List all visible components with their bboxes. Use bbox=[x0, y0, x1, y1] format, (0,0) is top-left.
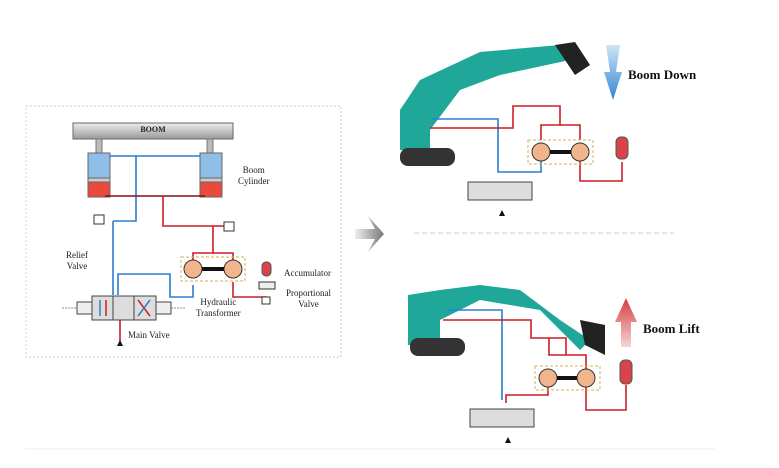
main-valve-icon-top bbox=[467, 181, 533, 201]
accumulator-label: Accumulator bbox=[284, 268, 331, 278]
relief-valve-icon-small bbox=[261, 296, 271, 305]
boom-cylinder-right bbox=[199, 138, 223, 198]
main-valve-label: Main Valve bbox=[128, 330, 170, 340]
relief-valve-icon bbox=[93, 214, 105, 225]
proportional-valve-label: Proportional Valve bbox=[286, 288, 331, 309]
left-schematic bbox=[25, 105, 342, 358]
main-valve-icon bbox=[62, 295, 186, 346]
flow-arrow-icon bbox=[355, 216, 384, 252]
boom-bar bbox=[72, 122, 234, 140]
proportional-valve-icon bbox=[258, 281, 276, 290]
excavator-bottom bbox=[408, 285, 590, 350]
hydraulic-transformer-label: Hydraulic Transformer bbox=[196, 297, 241, 318]
hydraulic-transformer bbox=[180, 256, 246, 282]
accumulator-icon-top bbox=[615, 136, 629, 160]
boom-lift-scene bbox=[408, 285, 637, 443]
boom-label: BOOM bbox=[140, 125, 166, 134]
main-valve-icon-bottom bbox=[469, 408, 535, 428]
accumulator-icon bbox=[261, 261, 272, 277]
boom-cylinder-left bbox=[87, 138, 111, 198]
relief-valve-label: Relief Valve bbox=[66, 250, 88, 271]
accumulator-icon-bottom bbox=[619, 359, 633, 385]
arrow-down-icon bbox=[604, 45, 622, 100]
boom-down-title: Boom Down bbox=[628, 67, 697, 82]
boom-down-scene bbox=[400, 42, 629, 216]
boom-cylinder-label: Boom Cylinder bbox=[238, 165, 270, 186]
panel-border bbox=[25, 105, 342, 358]
arrow-up-icon bbox=[615, 298, 637, 347]
excavator-top bbox=[400, 45, 570, 150]
boom-lift-title: Boom Lift bbox=[643, 321, 700, 336]
